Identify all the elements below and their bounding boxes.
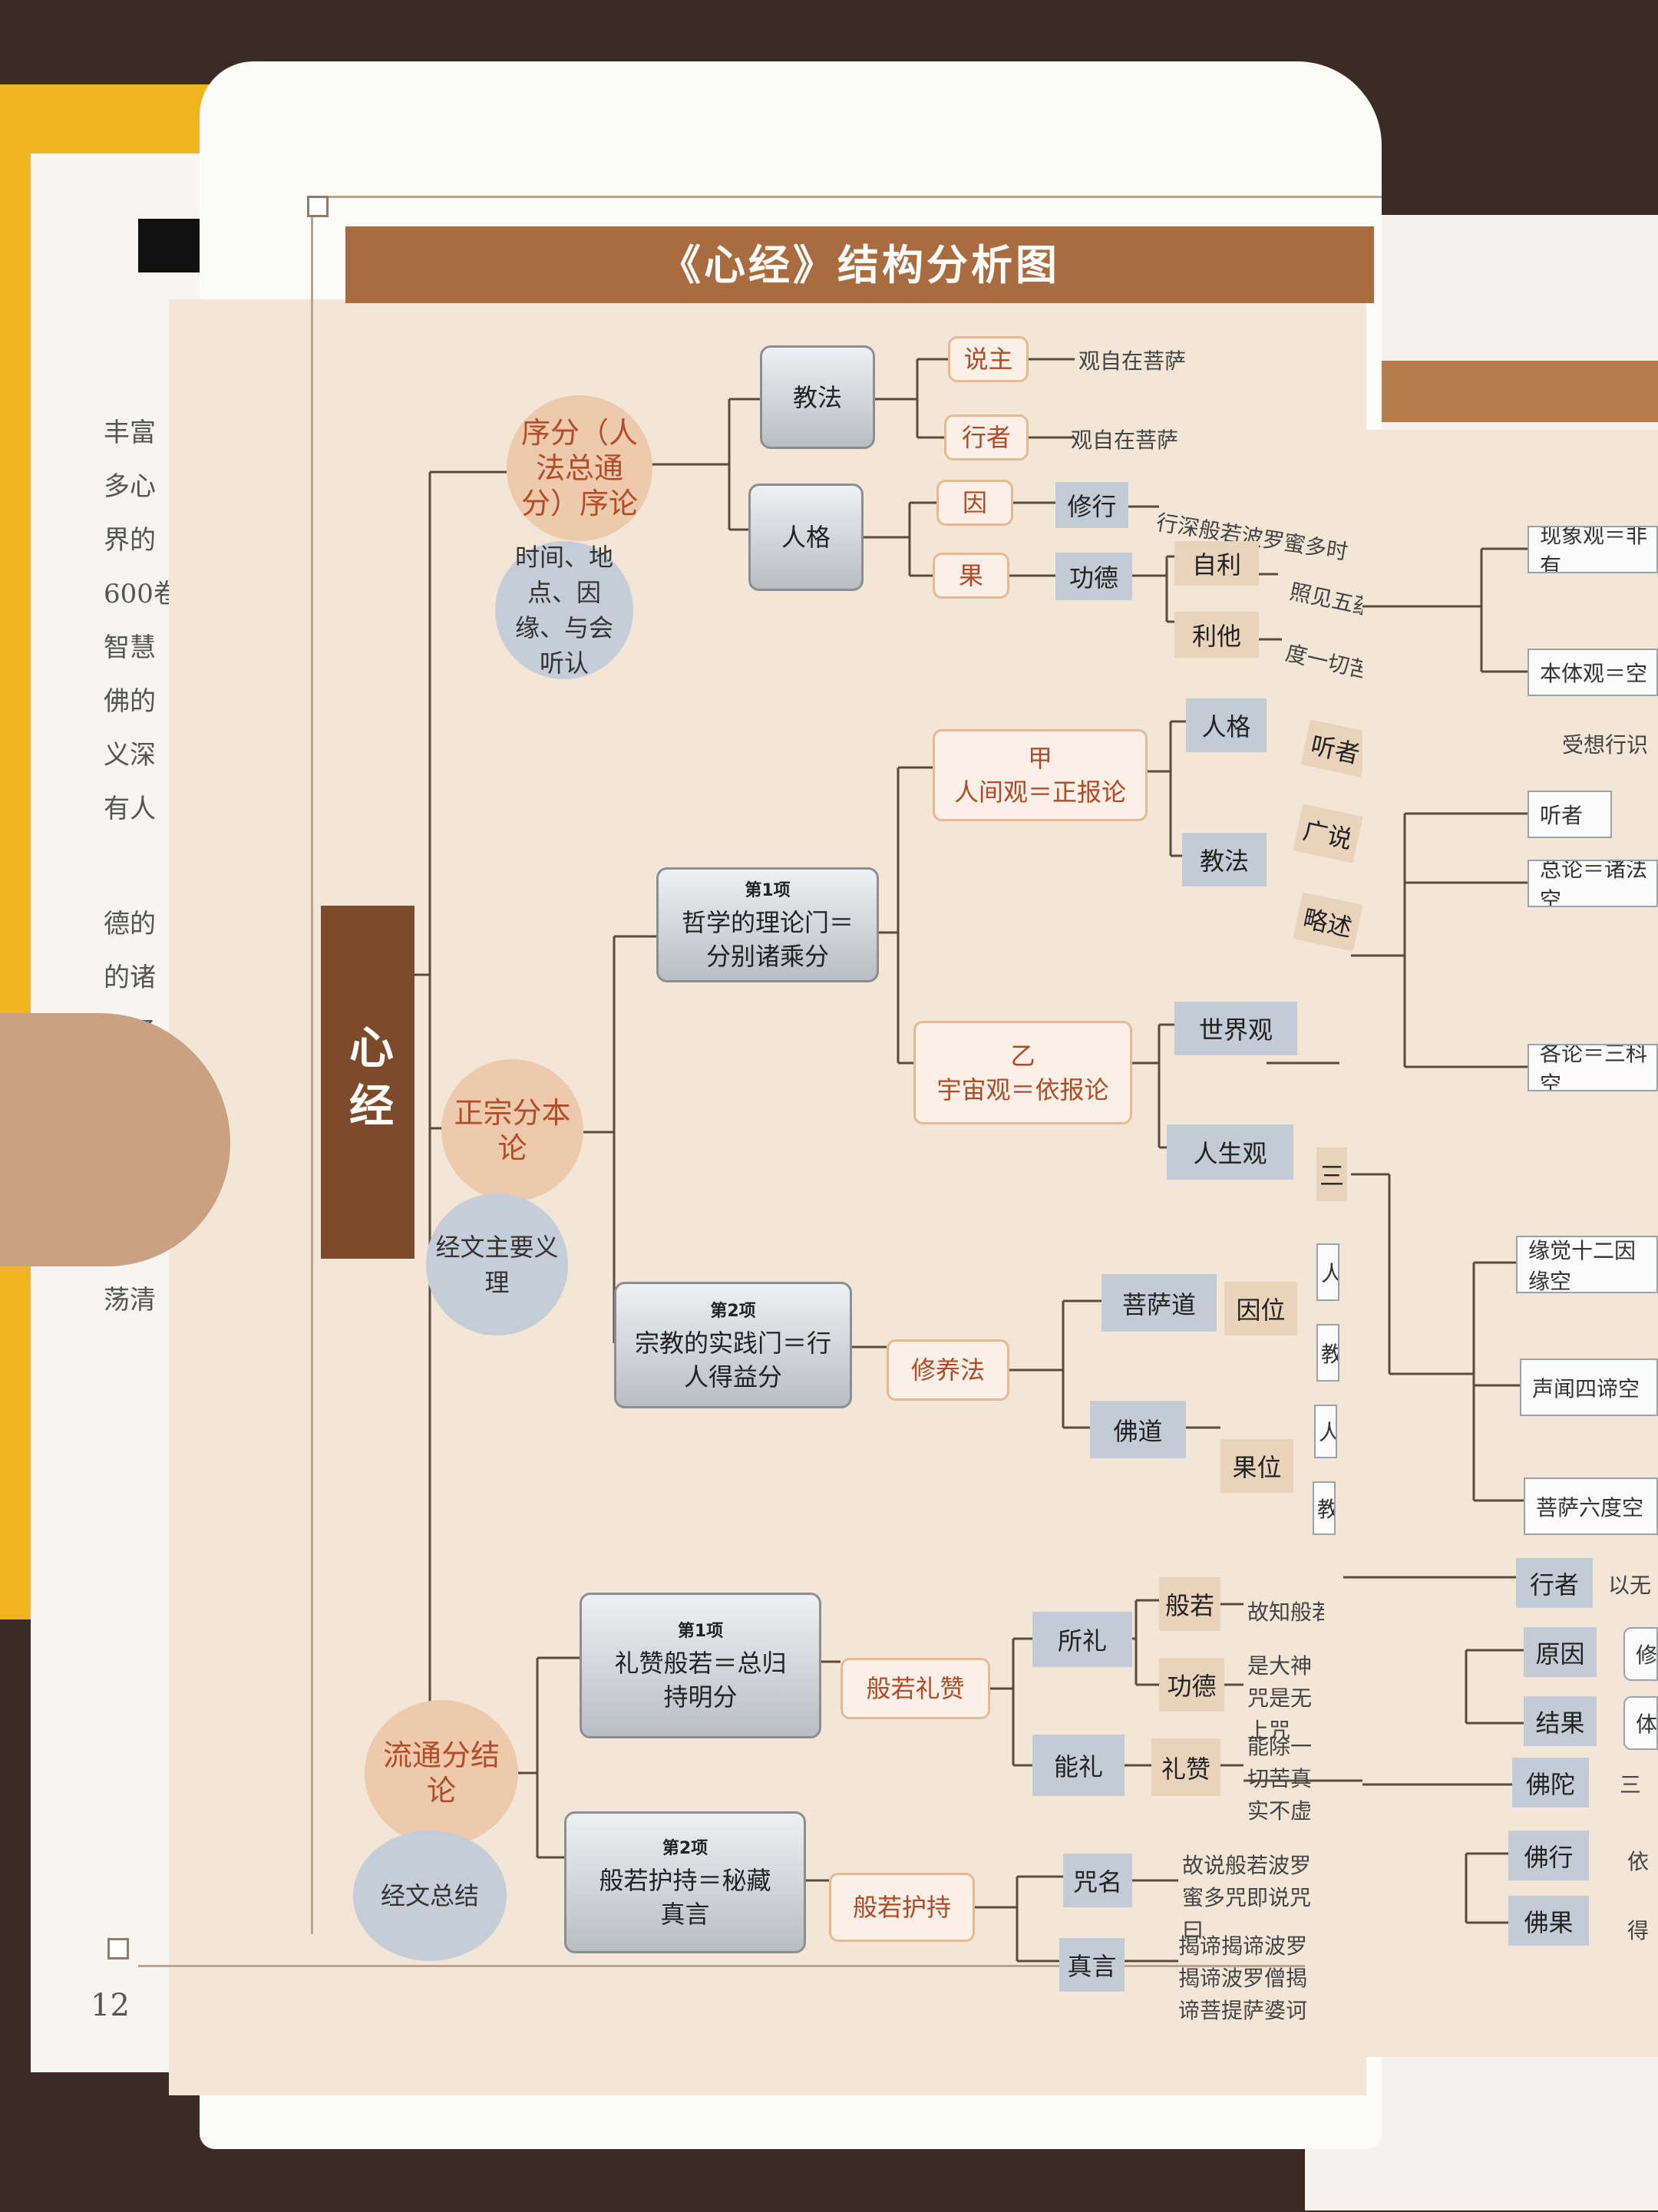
other-benefit-box: 利他 [1174,612,1259,658]
mantra-name-note: 故说般若波罗蜜多咒即说咒曰 [1182,1853,1312,1943]
cause-stage-box: 因位 [1224,1282,1297,1335]
buddha-practice-note: 依 [1627,1849,1650,1874]
reason-right-box: 修 [1623,1627,1658,1681]
yi-box: 乙 宇宙观＝依报论 [913,1021,1132,1124]
prajna-box: 般若 [1159,1577,1220,1631]
right-practitioner-note: 以无 [1608,1573,1652,1598]
page-title: 《心经》结构分析图 [345,226,1374,303]
noumenon-box: 本体观＝空 [1528,649,1658,696]
praised-box: 所礼 [1032,1612,1132,1667]
speaker-note: 观自在菩萨 [1078,348,1187,374]
black-block [138,219,200,272]
section-main: 正宗分本论 [441,1059,583,1201]
small-ren-box-1: 人 [1316,1243,1339,1301]
frame-top-line [322,196,1382,198]
small-jiao-box-1: 教 [1316,1324,1339,1382]
phenomenon-box: 现象观＝非有 [1528,526,1658,573]
corner-square-top [307,196,329,217]
root-title: 心经 [321,906,414,1259]
buddha-box: 佛陀 [1512,1758,1589,1808]
mantra-box: 真言 [1059,1938,1125,1992]
section-conclusion: 流通分结论 [365,1700,518,1846]
small-ren-box-2: 人 [1314,1405,1337,1458]
finger [0,1013,230,1266]
practitioner-box: 行者 [944,414,1029,461]
section-main-note: 经文主要义理 [426,1193,568,1335]
section-preface-note: 时间、地点、因缘、与会听认 [495,541,633,679]
practice-box: 修行 [1055,482,1128,528]
mantra-name-box: 咒名 [1063,1854,1132,1907]
conclusion-item2-box: 第2项 般若护持＝秘藏真言 [564,1811,806,1953]
buddha-path-box: 佛道 [1090,1401,1186,1458]
praise-box: 般若礼赞 [841,1658,990,1719]
preface-person-box: 人格 [748,484,864,591]
right-page-title-band [1374,361,1658,422]
bodhisattva-box: 菩萨六度空 [1524,1477,1658,1535]
praise-act-box: 礼赞 [1151,1738,1220,1796]
world-view-box: 世界观 [1174,1002,1297,1055]
cultivation-box: 修养法 [887,1339,1009,1401]
merit-note: 是大神咒是无上咒 [1247,1653,1313,1743]
main-item2-box: 第2项 宗教的实践门＝行人得益分 [614,1282,852,1408]
right-listener-box: 听者 [1528,791,1612,838]
self-benefit-box: 自利 [1174,541,1259,586]
main-item1-box: 第1项 哲学的理论门＝分别诸乘分 [656,867,879,982]
protect-box: 般若护持 [829,1873,975,1942]
buddha-practice-box: 佛行 [1508,1831,1589,1880]
frame-left-line [311,215,313,1934]
conclusion-item1-box: 第1项 礼赞般若＝总归持明分 [580,1593,821,1738]
general-box: 总论＝诸法空 [1528,860,1658,907]
feeling-note: 受想行识 [1562,732,1649,758]
page-number: 12 [91,1988,130,2023]
small-jiao-box-2: 教 [1313,1481,1336,1535]
cause-box: 因 [936,480,1013,526]
specific-box: 各论＝三科空 [1528,1044,1658,1091]
merit-box: 功德 [1055,553,1132,600]
prajna-note: 故知般若波 [1247,1600,1324,1625]
praise-note: 能除一切苦真实不虚 [1247,1734,1313,1824]
speaker-box: 说主 [948,336,1029,382]
life-view-box: 人生观 [1167,1124,1293,1180]
three-char-box: 三 [1316,1147,1347,1201]
result-right-box: 体 [1623,1696,1658,1750]
praiser-box: 能礼 [1032,1735,1125,1796]
buddha-note: 三 [1620,1772,1642,1798]
section-conclusion-note: 经文总结 [353,1831,507,1961]
pratyeka-box: 缘觉十二因缘空 [1516,1236,1658,1293]
fruit-box: 果 [933,553,1009,599]
jia-box: 甲 人间观＝正报论 [933,729,1148,821]
sravaka-box: 声闻四谛空 [1520,1359,1658,1416]
conclusion-merit-box: 功德 [1159,1658,1224,1712]
frame-bottom-line [138,1965,1305,1967]
main-teaching-box: 教法 [1182,833,1267,886]
reason-box: 原因 [1524,1627,1597,1677]
right-practitioner-box: 行者 [1516,1558,1593,1608]
bodhisattva-path-box: 菩萨道 [1101,1274,1217,1332]
preface-teaching-box: 教法 [760,345,875,449]
buddha-fruit-note: 得 [1627,1918,1650,1943]
practitioner-note: 观自在菩萨 [1071,428,1179,453]
result-box: 结果 [1524,1696,1597,1746]
corner-square-bottom [107,1938,129,1959]
mantra-note: 揭谛揭谛波罗揭谛波罗僧揭谛菩提萨婆诃 [1178,1933,1308,2023]
main-person-box: 人格 [1186,698,1267,752]
fruit-stage-box: 果位 [1220,1439,1293,1493]
section-preface: 序分（人法总通分）序论 [507,395,652,541]
buddha-fruit-box: 佛果 [1508,1896,1589,1946]
